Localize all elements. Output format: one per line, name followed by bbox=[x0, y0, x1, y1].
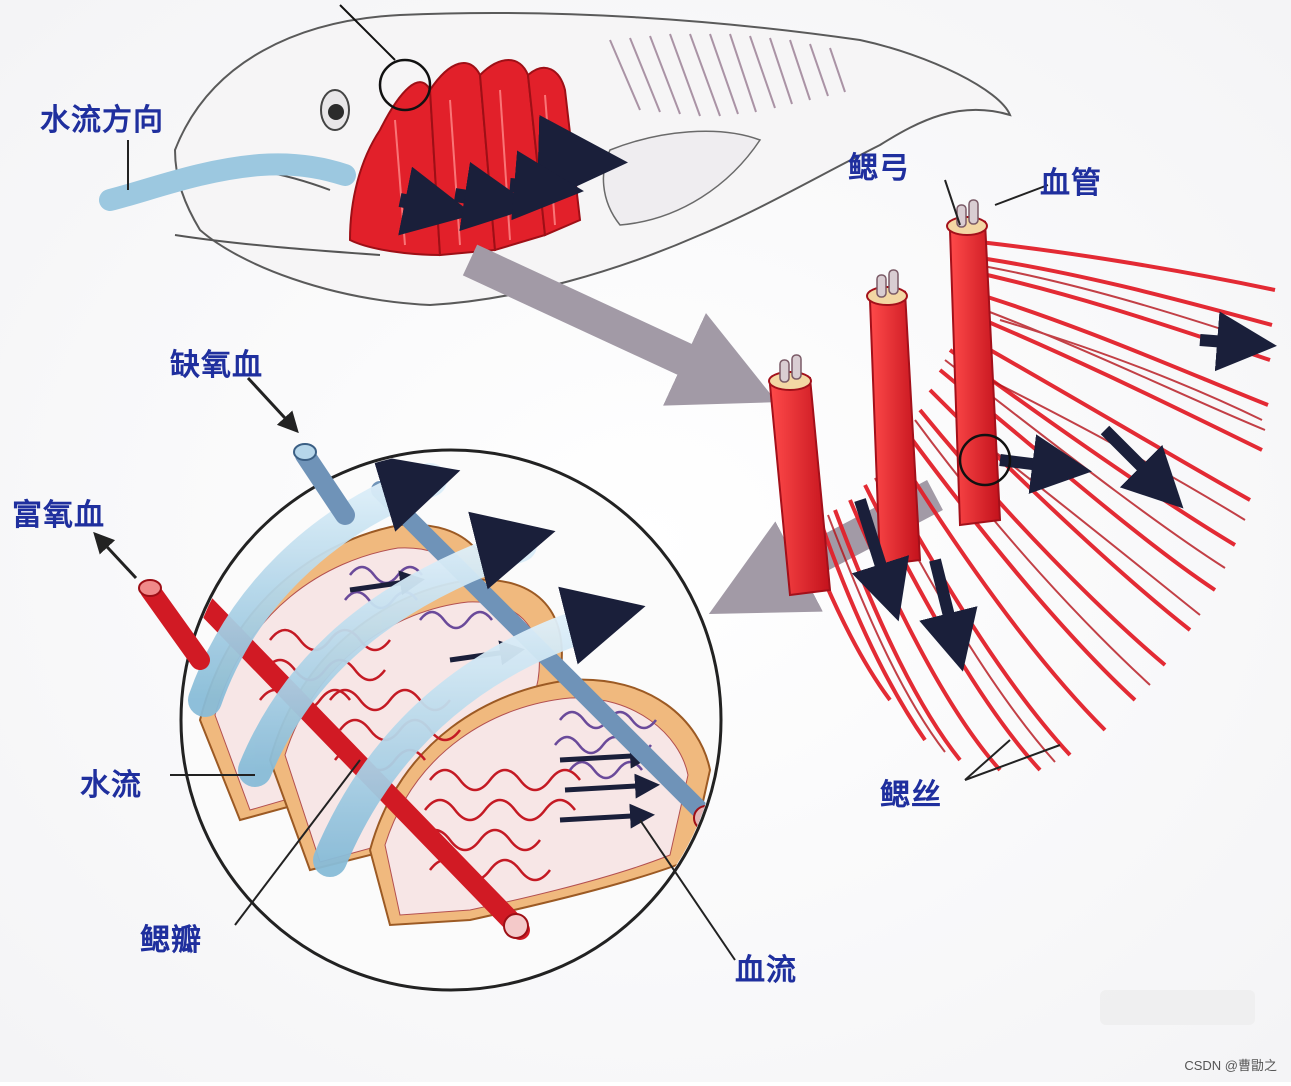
zoom-arrow-to-filaments bbox=[462, 244, 778, 406]
gill-filaments bbox=[768, 179, 1277, 781]
label-water-direction: 水流方向 bbox=[40, 103, 164, 138]
label-oxygenated-blood: 富氧血 bbox=[12, 498, 105, 533]
label-deoxygenated-blood: 缺氧血 bbox=[170, 348, 263, 383]
watermark: CSDN @曹勖之 bbox=[1184, 1058, 1277, 1073]
label-gill-arch: 鳃弓 bbox=[848, 151, 910, 186]
label-blood-flow: 血流 bbox=[735, 953, 797, 988]
fish-head bbox=[99, 4, 1012, 307]
label-gill-lamella: 鳃瓣 bbox=[140, 923, 202, 958]
label-blood-vessel: 血管 bbox=[1040, 166, 1102, 201]
label-gill-filament: 鳃丝 bbox=[880, 778, 942, 813]
blurred-patch bbox=[1100, 990, 1255, 1025]
lamella-magnified bbox=[93, 376, 736, 992]
arch-caps bbox=[768, 199, 988, 391]
label-water-flow: 水流 bbox=[80, 768, 142, 803]
